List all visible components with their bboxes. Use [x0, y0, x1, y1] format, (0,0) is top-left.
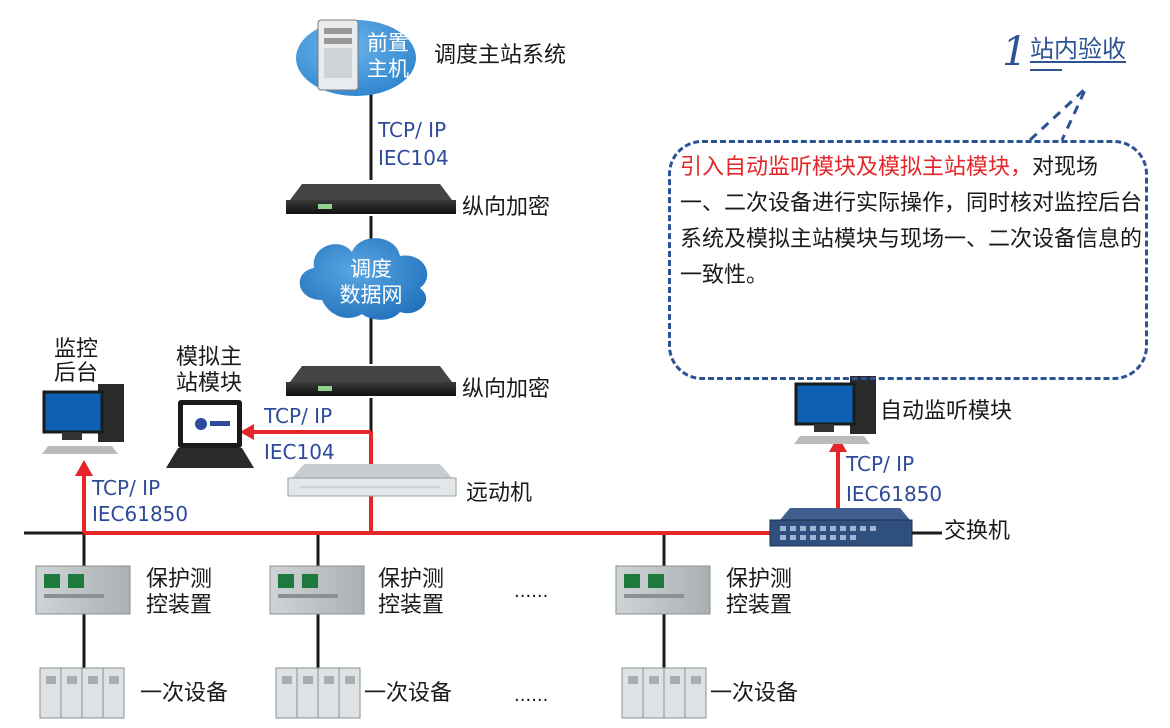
protection-2-label-1: 保护测: [378, 567, 445, 592]
dispatch-network-cloud-icon: [299, 238, 428, 320]
master-station-label: 调度主站系统: [434, 43, 567, 68]
arrow-to-monitor: [75, 460, 93, 476]
protection-device-1-icon: [35, 565, 131, 615]
auto-listen-label: 自动监听模块: [880, 399, 1013, 424]
sim-master-protocol-2: IEC104: [264, 440, 335, 464]
encrypt-bottom-label: 纵向加密: [462, 377, 551, 402]
sim-master-label-2: 站模块: [176, 371, 243, 396]
section-number: 1: [1002, 29, 1028, 75]
primary-3-label: 一次设备: [710, 681, 799, 706]
protection-3-label-2: 控装置: [726, 593, 793, 618]
sim-master-label-1: 模拟主: [176, 345, 243, 370]
master-icon-label-line-2: 主机: [367, 57, 409, 81]
switch-icon: [769, 508, 913, 547]
protection-device-2-icon: [269, 565, 365, 615]
protection-device-3-icon: [615, 565, 711, 615]
master-icon-label: 前置 主机: [360, 30, 416, 82]
section-title: 站内验收: [1030, 35, 1126, 63]
sim-master-protocol-1: TCP/ IP: [264, 404, 333, 428]
encrypt-device-bottom: [286, 366, 456, 396]
callout-body: 对现场一、二次设备进行实际操作，同时核对监控后台系统及模拟主站模块与现场一、二次…: [680, 155, 1143, 288]
primary-equipment-1-icon: [39, 667, 125, 719]
red-links: [82, 430, 840, 535]
callout-highlight: 引入自动监听模块及模拟主站模块，: [680, 155, 1033, 180]
auto-listen-protocol-2: IEC61850: [846, 482, 943, 506]
monitor-protocol-1: TCP/ IP: [92, 476, 161, 500]
primary-2-label: 一次设备: [364, 681, 453, 706]
network-label-line-2: 数据网: [339, 283, 403, 307]
protection-2-label-2: 控装置: [378, 593, 445, 618]
switch-label: 交换机: [944, 519, 1011, 544]
auto-listen-protocol-1: TCP/ IP: [846, 452, 915, 476]
monitor-label-2: 后台: [54, 361, 99, 386]
primary-ellipsis: ......: [514, 685, 549, 706]
network-label-line-1: 调度: [350, 257, 392, 281]
primary-equipment-3-icon: [621, 667, 707, 719]
callout-box: [668, 140, 1148, 380]
auto-listen-computer-icon: [794, 376, 876, 444]
monitor-protocol-2: IEC61850: [92, 502, 189, 526]
callout-pointer: [1028, 86, 1088, 142]
arrow-to-sim-master: [240, 424, 254, 440]
protection-1-label-1: 保护测: [146, 567, 213, 592]
protection-3-label-1: 保护测: [726, 567, 793, 592]
top-link-protocol-2: IEC104: [378, 146, 449, 170]
protection-ellipsis: ......: [514, 581, 549, 602]
encrypt-top-label: 纵向加密: [462, 195, 551, 220]
encrypt-device-top: [286, 184, 456, 214]
primary-equipment-2-icon: [275, 667, 361, 719]
monitor-computer-icon: [42, 384, 124, 454]
top-link-protocol-1: TCP/ IP: [378, 118, 447, 142]
master-station-icon: [296, 19, 416, 96]
monitor-label-1: 监控: [54, 337, 99, 362]
callout-text: 引入自动监听模块及模拟主站模块，对现场一、二次设备进行实际操作，同时核对监控后台…: [680, 150, 1142, 294]
telecontrol-label: 远动机: [466, 481, 533, 506]
primary-1-label: 一次设备: [140, 681, 229, 706]
network-cloud-label: 调度 数据网: [326, 256, 416, 308]
telecontrol-device-icon: [287, 464, 457, 497]
master-icon-label-line-1: 前置: [367, 31, 409, 55]
protection-1-label-2: 控装置: [146, 593, 213, 618]
sim-master-laptop-icon: [166, 400, 254, 468]
